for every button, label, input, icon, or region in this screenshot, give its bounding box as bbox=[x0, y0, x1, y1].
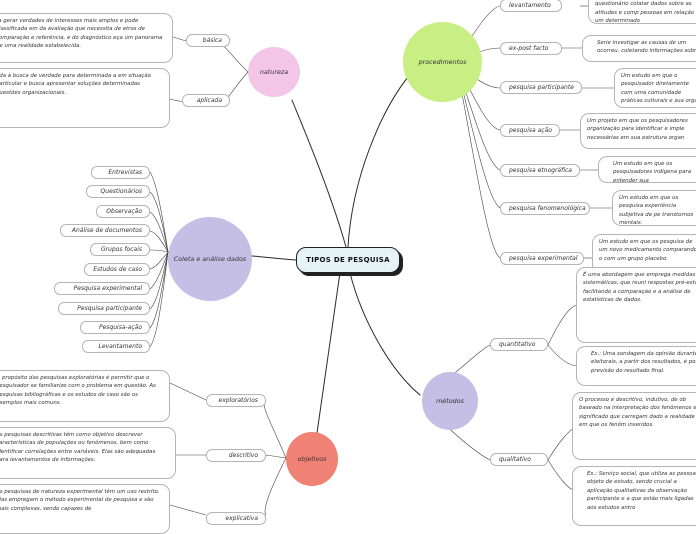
objetivos-node[interactable]: objetivos bbox=[286, 432, 338, 486]
aplicada-text: oda à busca de verdade para determinada … bbox=[0, 68, 170, 128]
proc-label-1[interactable]: levantamento bbox=[500, 0, 562, 12]
proc-text-2: Serie investigar as causas de um ocorreu… bbox=[582, 35, 696, 62]
quantitativo-text-2: Ex.: Uma sondagem da opinião durante ele… bbox=[576, 346, 696, 386]
proc-label-2[interactable]: ex-post facto bbox=[500, 42, 562, 55]
coleta-item-8[interactable]: Pesquisa participante bbox=[58, 302, 150, 315]
central-topic[interactable]: TIPOS DE PESQUISA bbox=[296, 247, 400, 273]
qualitativo-text-1: O processo é descritivo, indutivo, de ob… bbox=[572, 392, 696, 460]
proc-label-7[interactable]: pesquisa experimental bbox=[500, 252, 584, 265]
proc-label-4[interactable]: pesquisa ação bbox=[500, 124, 560, 137]
aplicada-label[interactable]: aplicada bbox=[182, 94, 230, 107]
coleta-item-9[interactable]: Pesquisa-ação bbox=[80, 321, 150, 334]
exploratorios-text: O propósito das pesquisas exploratórias … bbox=[0, 370, 170, 422]
basica-text: ra gerar verdades de interesses mais amp… bbox=[0, 13, 173, 63]
coleta-item-6[interactable]: Estudos de caso bbox=[84, 263, 150, 276]
coleta-item-3[interactable]: Observação bbox=[96, 205, 150, 218]
qualitativo-text-2: Ex.: Serviço social, que utiliza as pess… bbox=[572, 466, 696, 526]
basica-label[interactable]: básica bbox=[186, 34, 230, 47]
quantitativo-text-1: É uma abordagem que emprega medidas sist… bbox=[576, 267, 696, 343]
metodos-node[interactable]: métodos bbox=[422, 372, 478, 430]
descritivo-text: As pesquisas descritivas têm como objeti… bbox=[0, 427, 176, 479]
quantitativo-label[interactable]: quantitativo bbox=[490, 338, 548, 351]
proc-text-4: Um projeto em que os pesquisadores organ… bbox=[580, 113, 696, 149]
coleta-node[interactable]: Coleta e análise dados bbox=[168, 217, 252, 301]
explicativa-text: As pesquisas de natureza experimental tê… bbox=[0, 484, 170, 534]
procedimentos-node[interactable]: procedimentos bbox=[403, 22, 482, 102]
coleta-item-5[interactable]: Grupos focais bbox=[90, 243, 150, 256]
proc-label-5[interactable]: pesquisa etnográfica bbox=[500, 164, 580, 177]
coleta-item-1[interactable]: Entrevistas bbox=[91, 166, 150, 179]
descritivo-label[interactable]: descritivo bbox=[206, 449, 266, 462]
natureza-node[interactable]: natureza bbox=[248, 47, 300, 97]
proc-text-5: Um estudo em que os pesquisadores indíge… bbox=[598, 156, 696, 183]
coleta-item-7[interactable]: Pesquisa experimental bbox=[54, 282, 150, 295]
coleta-item-2[interactable]: Questionários bbox=[86, 185, 150, 198]
proc-text-6: Um estudo em que os pesquisa experiência… bbox=[612, 190, 696, 226]
proc-label-3[interactable]: pesquisa participante bbox=[500, 81, 582, 94]
proc-text-1: opinião pública que envolve questionário… bbox=[588, 0, 696, 24]
exploratorios-label[interactable]: exploratórios bbox=[206, 394, 266, 407]
coleta-item-4[interactable]: Análise de documentos bbox=[60, 224, 150, 237]
proc-label-6[interactable]: pesquisa fenomenológica bbox=[500, 202, 590, 215]
qualitativo-label[interactable]: qualitativo bbox=[490, 453, 548, 466]
proc-text-3: Um estudo em que o pesquisador diretamen… bbox=[614, 68, 696, 108]
explicativa-label[interactable]: explicativa bbox=[206, 512, 266, 525]
coleta-item-10[interactable]: Levantamento bbox=[82, 340, 150, 353]
